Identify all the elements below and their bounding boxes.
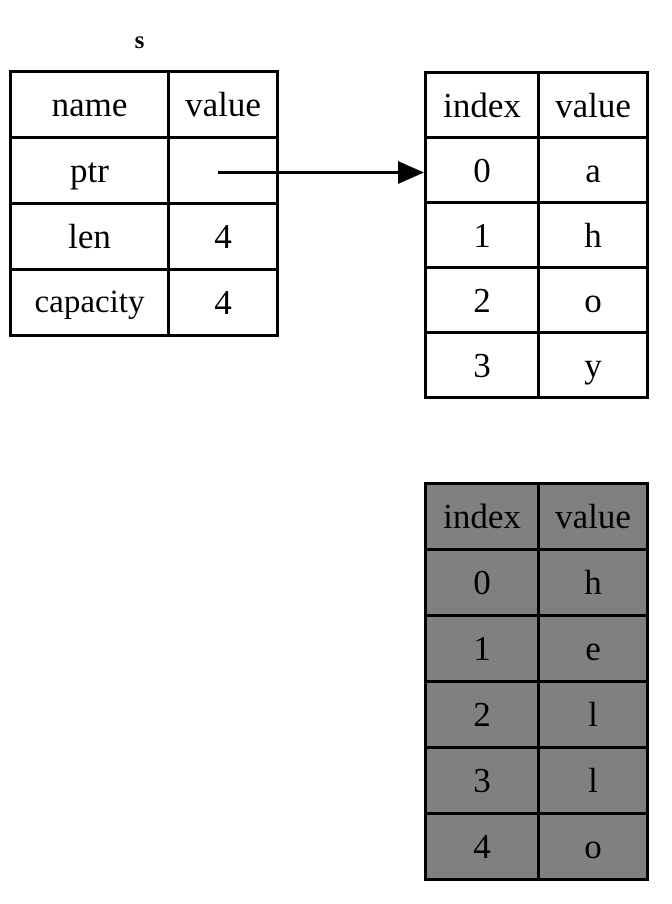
array-heap-header-value: value: [537, 482, 649, 551]
table-row: len 4: [9, 202, 279, 271]
table-row: 0 a: [424, 136, 649, 204]
array-heap-value-1: e: [537, 614, 649, 683]
table-row: 1 e: [424, 614, 649, 683]
table-header-row: index value: [424, 482, 649, 551]
array-top-index-1: 1: [424, 201, 540, 269]
array-heap-header-index: index: [424, 482, 540, 551]
array-heap-value-0: h: [537, 548, 649, 617]
array-top-header-value: value: [537, 71, 649, 139]
array-top-header-index: index: [424, 71, 540, 139]
table-row: 2 o: [424, 266, 649, 334]
table-row: 1 h: [424, 201, 649, 269]
array-top-value-2: o: [537, 266, 649, 334]
struct-field-name-ptr: ptr: [9, 136, 170, 205]
table-row: 4 o: [424, 812, 649, 881]
array-heap-index-0: 0: [424, 548, 540, 617]
array-table-top: index value 0 a 1 h 2 o 3 y: [424, 71, 649, 399]
pointer-arrow-icon: [218, 161, 424, 184]
struct-field-name-capacity: capacity: [9, 268, 170, 337]
array-heap-index-1: 1: [424, 614, 540, 683]
array-heap-value-4: o: [537, 812, 649, 881]
table-row: 3 l: [424, 746, 649, 815]
table-row: capacity 4: [9, 268, 279, 337]
table-row: ptr: [9, 136, 279, 205]
array-heap-value-3: l: [537, 746, 649, 815]
table-row: 2 l: [424, 680, 649, 749]
struct-field-name-len: len: [9, 202, 170, 271]
array-top-value-1: h: [537, 201, 649, 269]
array-heap-index-2: 2: [424, 680, 540, 749]
array-top-index-2: 2: [424, 266, 540, 334]
table-header-row: name value: [9, 70, 279, 139]
array-top-value-3: y: [537, 331, 649, 399]
array-heap-index-4: 4: [424, 812, 540, 881]
table-header-row: index value: [424, 71, 649, 139]
array-top-value-0: a: [537, 136, 649, 204]
table-row: 0 h: [424, 548, 649, 617]
struct-field-value-capacity: 4: [167, 268, 279, 337]
struct-table: name value ptr len 4 capacity 4: [9, 70, 279, 337]
table-row: 3 y: [424, 331, 649, 399]
array-heap-value-2: l: [537, 680, 649, 749]
array-heap-index-3: 3: [424, 746, 540, 815]
struct-header-name: name: [9, 70, 170, 139]
array-top-index-0: 0: [424, 136, 540, 204]
struct-field-value-len: 4: [167, 202, 279, 271]
array-table-heap: index value 0 h 1 e 2 l 3 l 4 o: [424, 482, 649, 881]
struct-field-value-ptr: [167, 136, 279, 205]
struct-header-value: value: [167, 70, 279, 139]
array-top-index-3: 3: [424, 331, 540, 399]
struct-variable-label: s: [134, 27, 145, 54]
